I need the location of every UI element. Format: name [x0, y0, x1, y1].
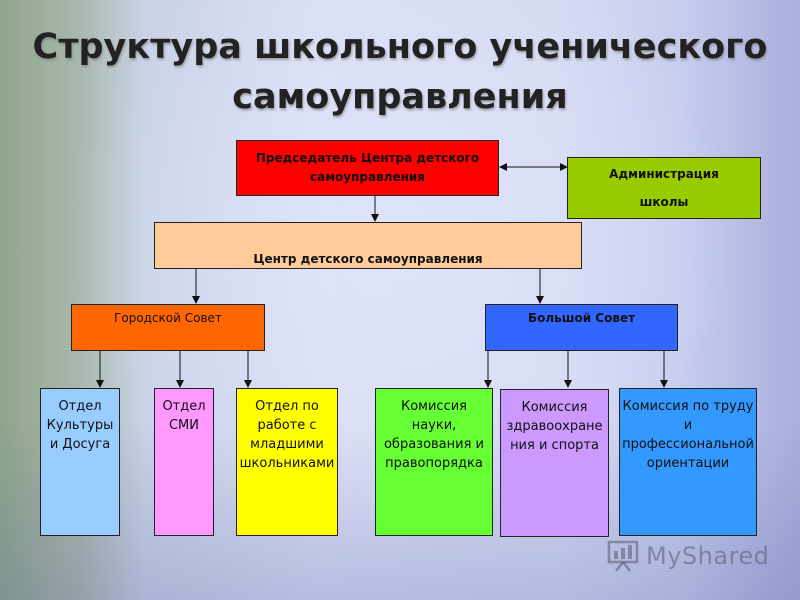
- administration-line-2: школы: [639, 195, 689, 209]
- media-dept-label: Отдел СМИ: [162, 399, 206, 433]
- culture-dept-label: Отдел Культуры и Досуга: [46, 399, 114, 452]
- big-council-label: Большой Совет: [527, 311, 636, 325]
- presentation-board-icon: [607, 540, 639, 572]
- culture-dept-box: Отдел Культуры и Досуга: [40, 388, 120, 536]
- health-commission-label: Комиссия здравоохране ния и спорта: [506, 400, 603, 453]
- science-commission-label: Комиссия науки, образования и правопоряд…: [383, 399, 485, 471]
- media-dept-box: Отдел СМИ: [154, 388, 214, 536]
- juniors-dept-label: Отдел по работе с младшими школьниками: [239, 399, 335, 471]
- chairman-line-2: самоуправления: [310, 170, 425, 184]
- center-label: Центр детского самоуправления: [253, 252, 483, 266]
- title-line-1: Структура школьного ученического: [32, 27, 768, 67]
- big-council-box: Большой Совет: [485, 304, 678, 351]
- science-commission-box: Комиссия науки, образования и правопоряд…: [375, 388, 493, 536]
- city-council-label: Городской Совет: [114, 311, 222, 325]
- page-title: Структура школьного ученического самоупр…: [0, 22, 800, 122]
- labor-commission-box: Комиссия по труду и профессиональной ори…: [619, 388, 757, 536]
- health-commission-box: Комиссия здравоохране ния и спорта: [500, 389, 609, 537]
- chairman-box: Председатель Центра детского самоуправле…: [236, 140, 499, 196]
- city-council-box: Городской Совет: [71, 304, 265, 351]
- watermark-text: MyShared: [646, 542, 770, 570]
- administration-box: Администрация школы: [567, 157, 761, 219]
- chairman-line-1: Председатель Центра детского: [255, 151, 480, 165]
- watermark-logo: MyShared: [606, 536, 786, 576]
- juniors-dept-box: Отдел по работе с младшими школьниками: [236, 388, 338, 536]
- labor-commission-label: Комиссия по труду и профессиональной ори…: [622, 399, 754, 471]
- title-line-2: самоуправления: [232, 77, 568, 117]
- administration-line-1: Администрация: [609, 167, 719, 181]
- center-box: Центр детского самоуправления: [154, 222, 582, 269]
